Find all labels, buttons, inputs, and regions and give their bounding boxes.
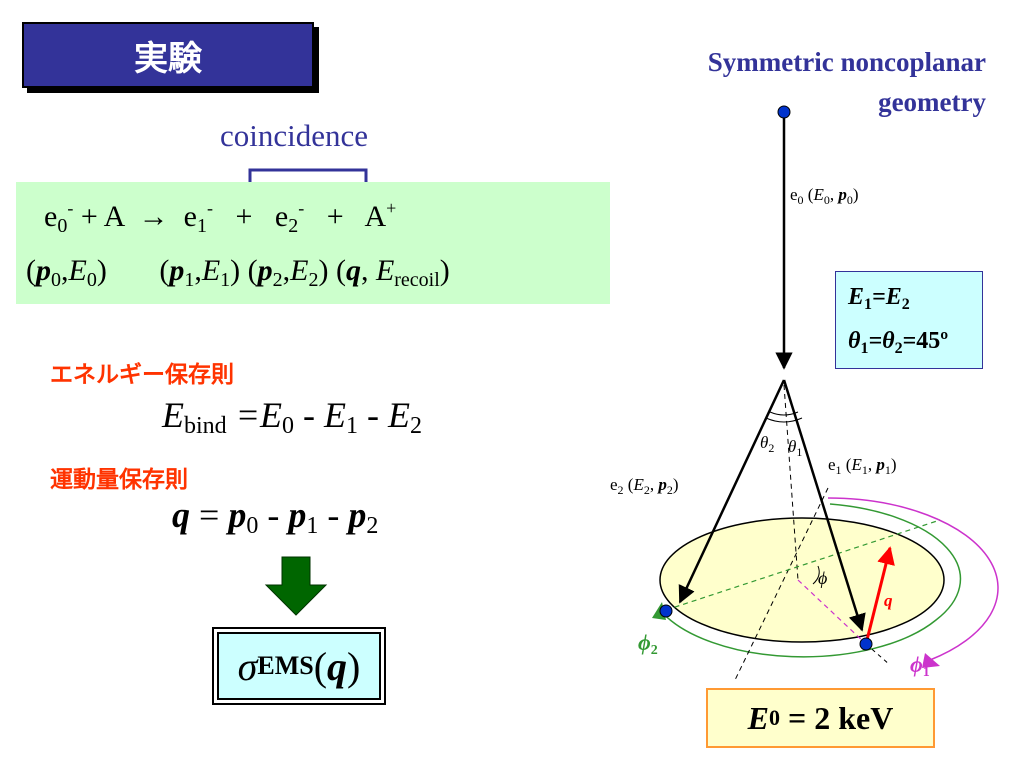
sigma-sub: EMS	[257, 651, 314, 680]
e1-trajectory	[782, 379, 866, 632]
phi1-arrowhead	[922, 653, 940, 668]
ebind-sub: bind	[184, 413, 227, 439]
p0-term: p	[228, 495, 247, 535]
energy-condition: E1=E2	[848, 284, 910, 313]
e1-sub: 1	[196, 215, 207, 237]
ion-symbol: A	[364, 200, 387, 233]
e2-detector-point	[659, 604, 673, 618]
sigma-arg-q: q	[327, 643, 348, 689]
p1-symbol: p	[169, 254, 185, 287]
p2-sub: 2	[272, 269, 283, 291]
e1-label: e1 (E1, p1)	[828, 455, 897, 477]
p0-symbol: p	[36, 254, 51, 287]
phi1-label: ϕ1	[910, 652, 930, 680]
e1-term: - E	[293, 395, 346, 435]
paren-open: (	[313, 643, 328, 689]
e0-symbol: e	[44, 200, 58, 233]
sigma-symbol: σ	[237, 643, 258, 689]
p1-term-sub: 1	[306, 513, 319, 539]
theta1-label: θ1	[788, 437, 802, 459]
q-symbol: q	[345, 254, 361, 287]
incident-label: e0 (E0, p0)	[790, 185, 859, 207]
e2-trajectory	[678, 379, 786, 604]
p0-sub: 0	[51, 269, 61, 291]
e1-energy: E	[201, 254, 221, 287]
p1-term: p	[288, 495, 307, 535]
ebind-symbol: E	[162, 395, 184, 435]
p2-symbol: p	[257, 254, 273, 287]
ion-sup: +	[386, 198, 397, 218]
plus-target: + A	[80, 200, 124, 233]
plus-1: +	[235, 200, 253, 233]
e0-energy-sub: 0	[86, 269, 97, 291]
paren-close: )	[347, 643, 361, 689]
recoil-energy: E	[375, 254, 395, 287]
reaction-arrow: →	[138, 200, 169, 233]
incident-energy-symbol: E	[747, 699, 769, 736]
e0-term-sub: 0	[281, 413, 294, 439]
conditions-box: E1=E2 θ1=θ2=45º	[835, 271, 983, 369]
q-label: q	[884, 591, 893, 610]
e1-energy-sub: 1	[220, 269, 231, 291]
incident-energy-sub: 0	[769, 705, 780, 730]
equals-sign: =	[190, 495, 229, 535]
down-arrow-icon	[264, 556, 328, 616]
incident-energy-value: = 2 keV	[780, 699, 894, 736]
minus-2: -	[318, 495, 349, 535]
e2-term-sub: 2	[409, 413, 422, 439]
e0-sup: -	[67, 198, 74, 218]
e1-symbol: e	[183, 200, 197, 233]
phi1-arc	[827, 497, 999, 661]
phi-label: ϕ	[818, 568, 827, 588]
p2-term-sub: 2	[366, 513, 379, 539]
geometry-title-line1: Symmetric noncoplanar	[707, 47, 986, 77]
e2-sub: 2	[288, 215, 299, 237]
e1-term-sub: 1	[345, 413, 358, 439]
phi2-label: ϕ2	[638, 630, 658, 658]
e0-sub: 0	[57, 215, 68, 237]
theta2-label: θ2	[760, 433, 774, 455]
p2-term: p	[348, 495, 367, 535]
momentum-energy-row: (p0,E0) (p1,E1) (p2,E2) (q, Erecoil)	[26, 254, 450, 291]
reaction-equation: e0- + A → e1- + e2- + A+	[44, 198, 396, 238]
detection-plane	[659, 517, 945, 643]
slide-title: 実験	[22, 22, 314, 88]
energy-conservation-label: エネルギー保存則	[50, 362, 234, 388]
e2-sup: -	[298, 198, 305, 218]
e0-energy: E	[68, 254, 87, 287]
e2-energy: E	[290, 254, 309, 287]
reaction-box: e0- + A → e1- + e2- + A+ (p0,E0) (p1,E1)…	[16, 182, 610, 304]
momentum-conservation-label: 運動量保存則	[50, 467, 188, 493]
minus-1: -	[258, 495, 289, 535]
geometry-title-line2: geometry	[878, 87, 986, 117]
q-term: q	[172, 495, 190, 535]
e1-detector-point	[859, 637, 873, 651]
p1-sub: 1	[184, 269, 195, 291]
e2-label: e2 (E2, p2)	[610, 475, 679, 497]
geometry-title: Symmetric noncoplanar geometry	[708, 42, 986, 122]
coincidence-label: coincidence	[220, 118, 369, 153]
phi2-arc	[659, 503, 962, 658]
e2-symbol: e	[274, 200, 289, 233]
e0-term: =E	[235, 395, 282, 435]
energy-conservation-equation: Ebind =E0 - E1 - E2	[162, 394, 422, 440]
scattering-geometry-diagram: e0 (E0, p0) e1 (E1, p1) e2 (E2, p2) θ2 θ…	[610, 105, 999, 681]
plus-2: +	[326, 200, 344, 233]
source-point	[777, 105, 791, 119]
q-vector	[864, 546, 895, 645]
e2-energy-sub: 2	[308, 269, 319, 291]
recoil-sub: recoil	[394, 269, 440, 291]
angle-condition: θ1=θ2=45º	[848, 328, 949, 357]
e1-sup: -	[206, 198, 213, 218]
p0-term-sub: 0	[246, 513, 259, 539]
e2-term: - E	[357, 395, 410, 435]
momentum-conservation-equation: q = p0 - p1 - p2	[172, 494, 378, 540]
